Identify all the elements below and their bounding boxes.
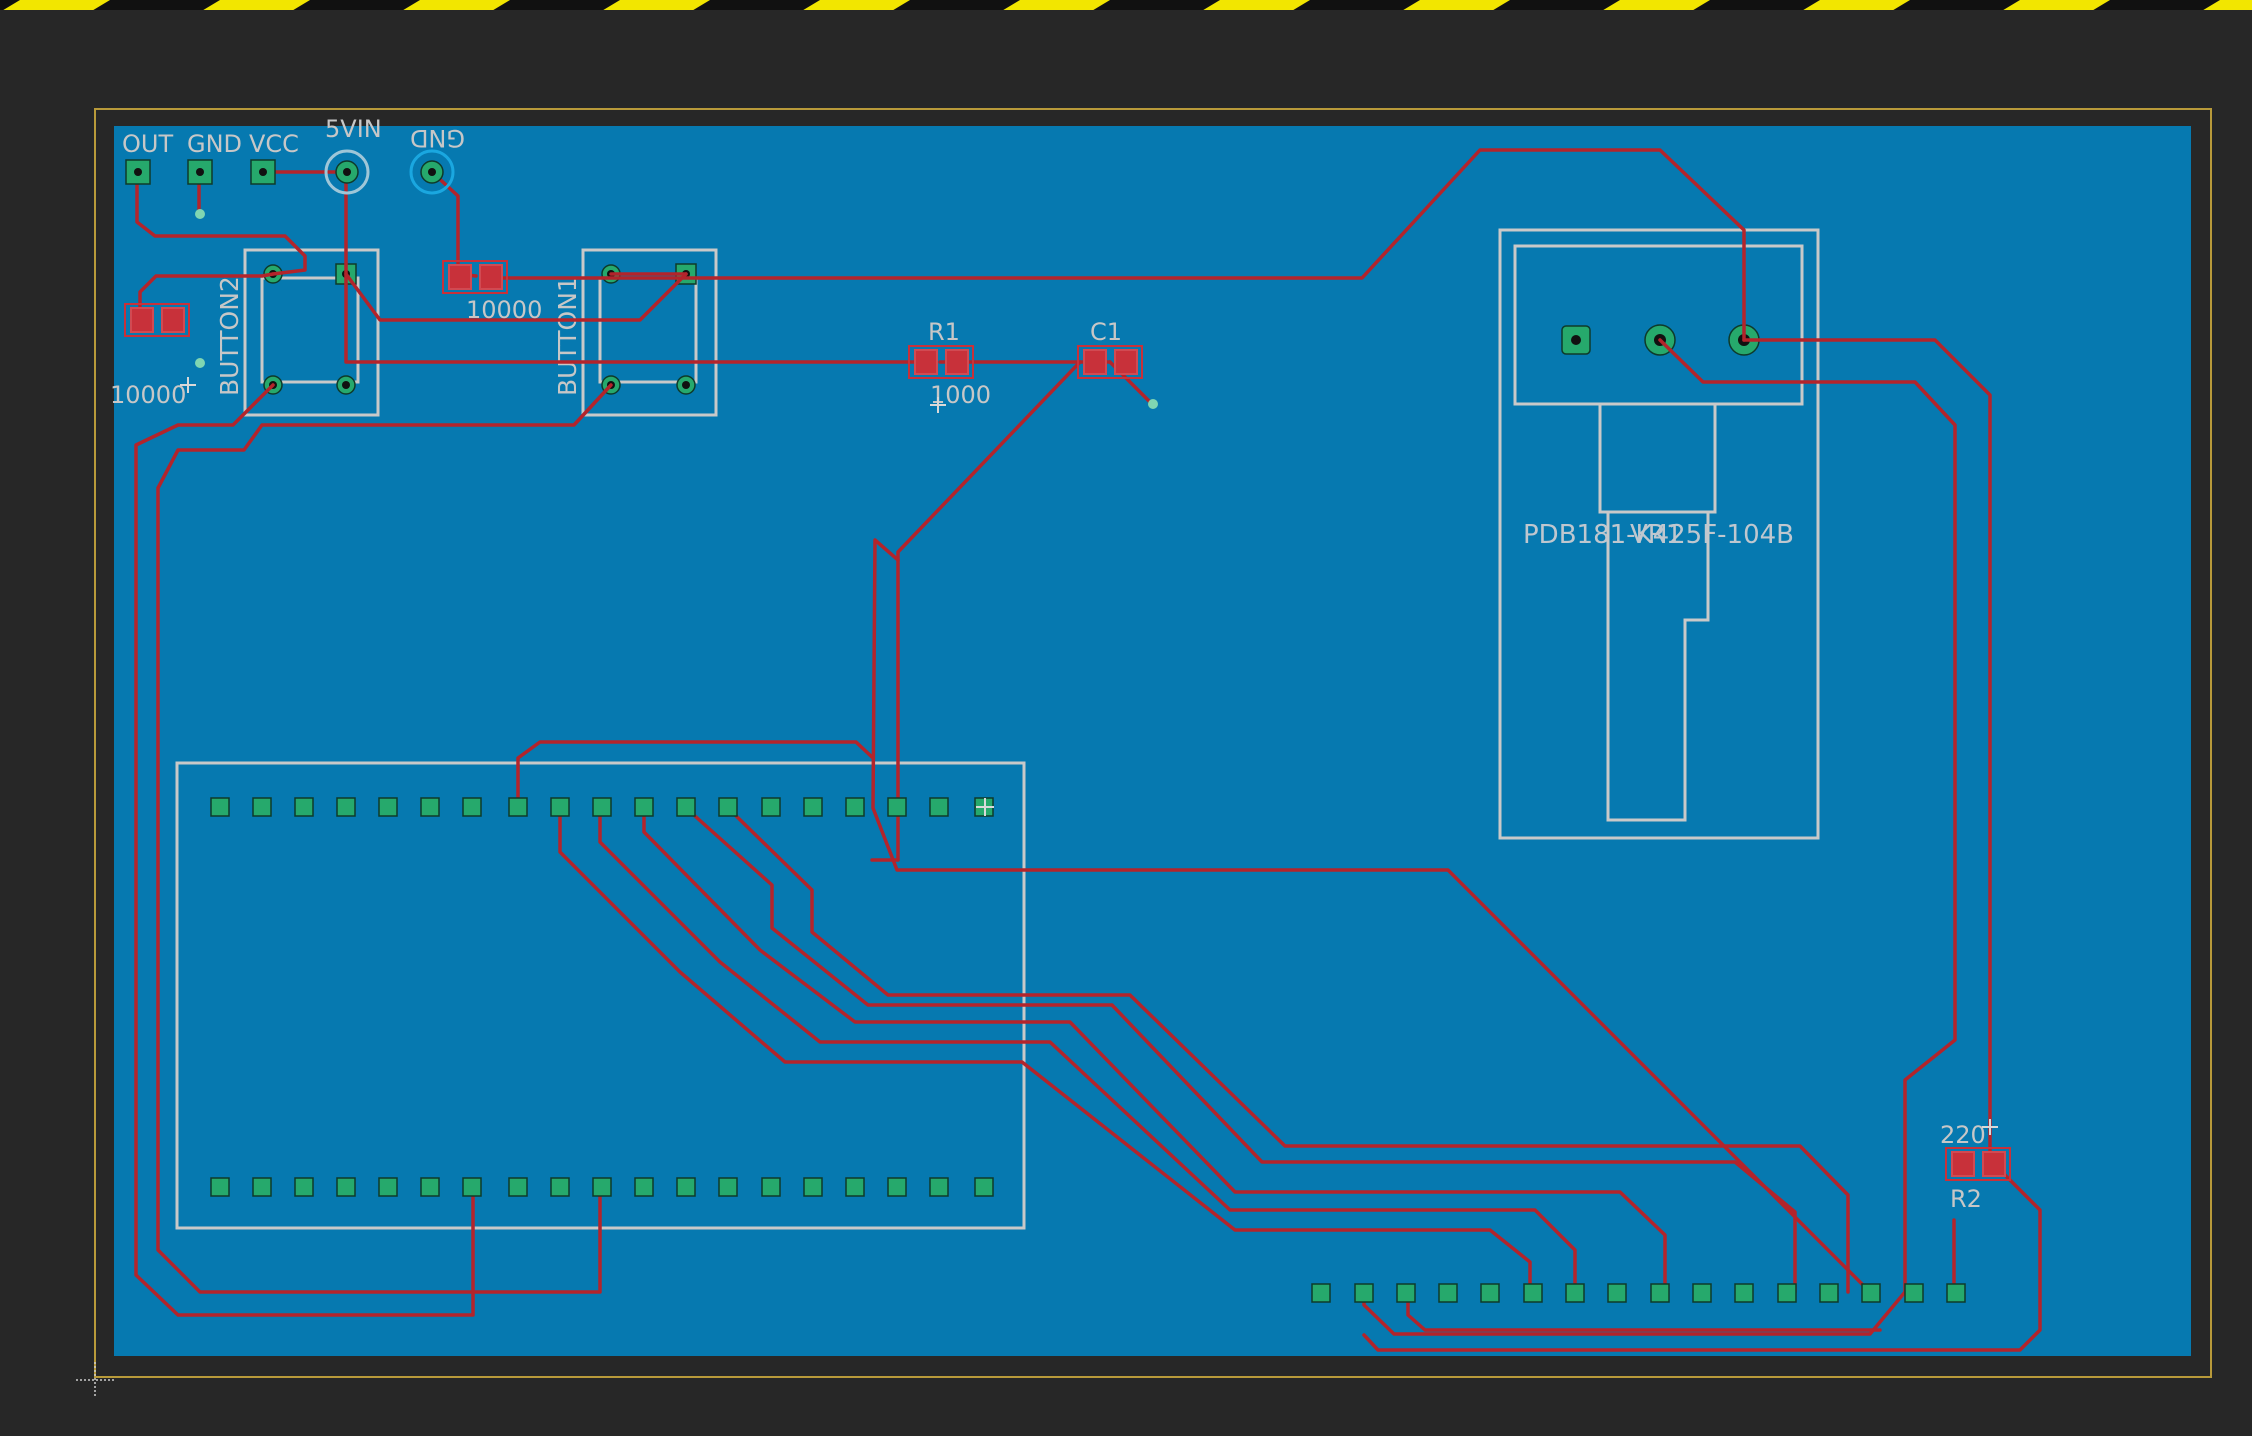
5vin-pad[interactable]: [324, 149, 370, 195]
label-gnd-rot: GND: [410, 124, 465, 152]
label-5vin: 5VIN: [325, 115, 382, 143]
button1-label: BUTTON1: [553, 276, 582, 396]
label-out: OUT: [122, 130, 173, 158]
resistor-top-left[interactable]: 10000: [110, 303, 190, 409]
hazard-stripe: [0, 0, 2252, 10]
resistor-r2[interactable]: 220 R2: [1940, 1121, 2011, 1213]
board-copper[interactable]: [114, 126, 2191, 1356]
pot-part-label: PDB181-K425F-104B: [1523, 520, 1794, 550]
mcu-top-pin-row[interactable]: [210, 797, 994, 817]
r2-name: R2: [1950, 1185, 1982, 1213]
display-header-pin-row[interactable]: [1311, 1283, 1966, 1303]
pot-footprint[interactable]: PDB181-K425F-104B VR1: [1498, 228, 1820, 840]
r-mid-value: 10000: [466, 296, 542, 324]
vias: [195, 209, 1158, 409]
board-outline: [94, 108, 2212, 1378]
traces: [134, 148, 2042, 1352]
r1-name: R1: [928, 318, 960, 346]
resistor-r1[interactable]: R1 1000: [908, 318, 991, 409]
crosshair-icon: [76, 1362, 114, 1398]
power-connector[interactable]: OUT GND VCC 5VIN GND: [122, 115, 465, 195]
mcu-bottom-pin-row[interactable]: [210, 1177, 994, 1197]
capacitor-c1[interactable]: C1: [1077, 318, 1143, 379]
pot-name-label: VR1: [1630, 520, 1682, 550]
label-gnd: GND: [187, 130, 242, 158]
c1-name: C1: [1090, 318, 1122, 346]
gnd-pad[interactable]: [409, 149, 455, 195]
r2-value: 220: [1940, 1121, 1986, 1149]
r-top-left-value: 10000: [110, 381, 186, 409]
label-vcc: VCC: [249, 130, 299, 158]
button2-label: BUTTON2: [215, 276, 244, 396]
plus-icon: [180, 377, 1998, 1135]
resistor-mid[interactable]: 10000: [442, 260, 542, 324]
